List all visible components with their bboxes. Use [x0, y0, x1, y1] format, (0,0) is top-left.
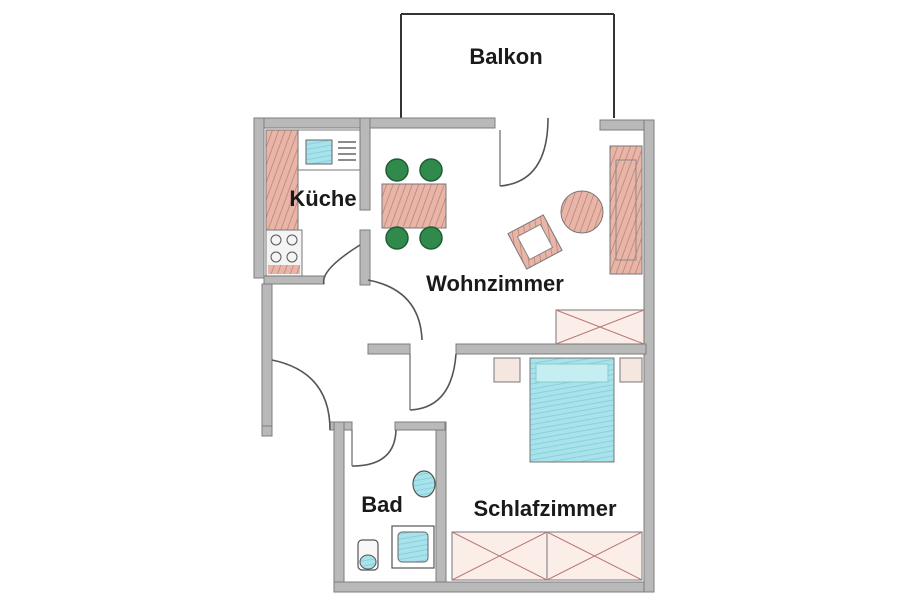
- room-label-schlafzimmer: Schlafzimmer: [473, 496, 616, 521]
- room-label-bad: Bad: [361, 492, 403, 517]
- bathroom-fixtures: [357, 470, 436, 571]
- balcony: [400, 13, 615, 118]
- walls: [253, 117, 655, 593]
- kitchen-furniture: [265, 129, 361, 277]
- dining-set: [381, 158, 447, 250]
- room-label-wohnzimmer: Wohnzimmer: [426, 271, 564, 296]
- room-label-kueche: Küche: [289, 186, 356, 211]
- nightstand-icon: [493, 357, 521, 383]
- armchair-icon: [507, 214, 563, 270]
- room-label-balkon: Balkon: [469, 44, 542, 69]
- chair-icon: [419, 226, 443, 250]
- bedroom-furniture: [451, 357, 643, 581]
- counter-icon: [265, 129, 299, 231]
- chair-icon: [385, 226, 409, 250]
- sink-icon: [305, 139, 333, 165]
- living-furniture: [507, 145, 645, 345]
- sofa-icon: [609, 145, 643, 275]
- round-table-icon: [560, 190, 604, 234]
- nightstand-icon: [619, 357, 643, 383]
- washbasin-icon: [412, 470, 436, 498]
- chair-icon: [419, 158, 443, 182]
- chair-icon: [385, 158, 409, 182]
- table-icon: [381, 183, 447, 229]
- doors: [271, 117, 549, 467]
